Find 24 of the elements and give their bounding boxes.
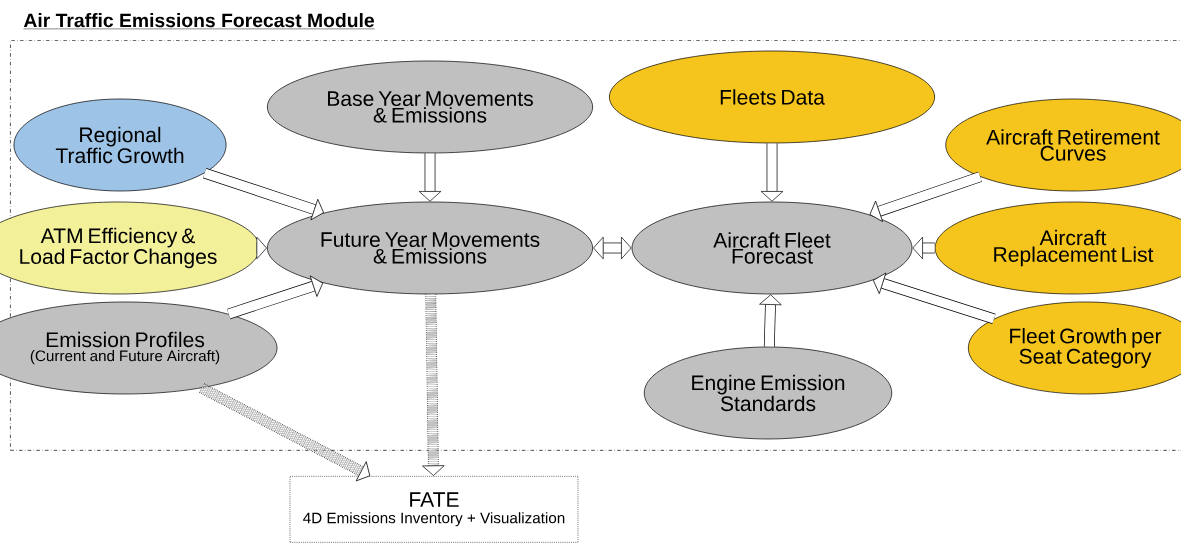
ellipse-node: Fleet Growth per Seat Category (968, 301, 1181, 395)
module-title: Air Traffic Emissions Forecast Module (23, 13, 375, 30)
block-arrow (418, 153, 442, 202)
ellipse-node: Regional Traffic Growth (13, 98, 227, 192)
block-arrow (199, 383, 371, 482)
block-arrow (873, 272, 996, 325)
ellipse-node: Fleets Data (609, 50, 935, 144)
block-arrow (256, 236, 267, 260)
block-arrow (202, 168, 324, 221)
block-arrow (760, 143, 784, 202)
block-arrow (422, 294, 445, 476)
module-frame (10, 40, 1181, 451)
block-arrow (759, 294, 782, 347)
block-arrow (593, 236, 632, 260)
output-box: FATE 4D Emissions Inventory + Visualization (289, 476, 579, 543)
block-arrow (912, 236, 935, 260)
ellipse-node: Future Year Movements & Emissions (267, 201, 593, 295)
ellipse-node: Aircraft Retirement Curves (945, 98, 1181, 192)
block-arrow (869, 171, 982, 222)
ellipse-node: Aircraft Replacement List (934, 201, 1181, 295)
ellipse-node: Base Year Movements & Emissions (267, 60, 593, 154)
block-arrow (226, 275, 324, 320)
ellipse-node: Engine Emission Standards (643, 346, 893, 440)
ellipse-node: Aircraft Fleet Forecast (631, 201, 913, 295)
